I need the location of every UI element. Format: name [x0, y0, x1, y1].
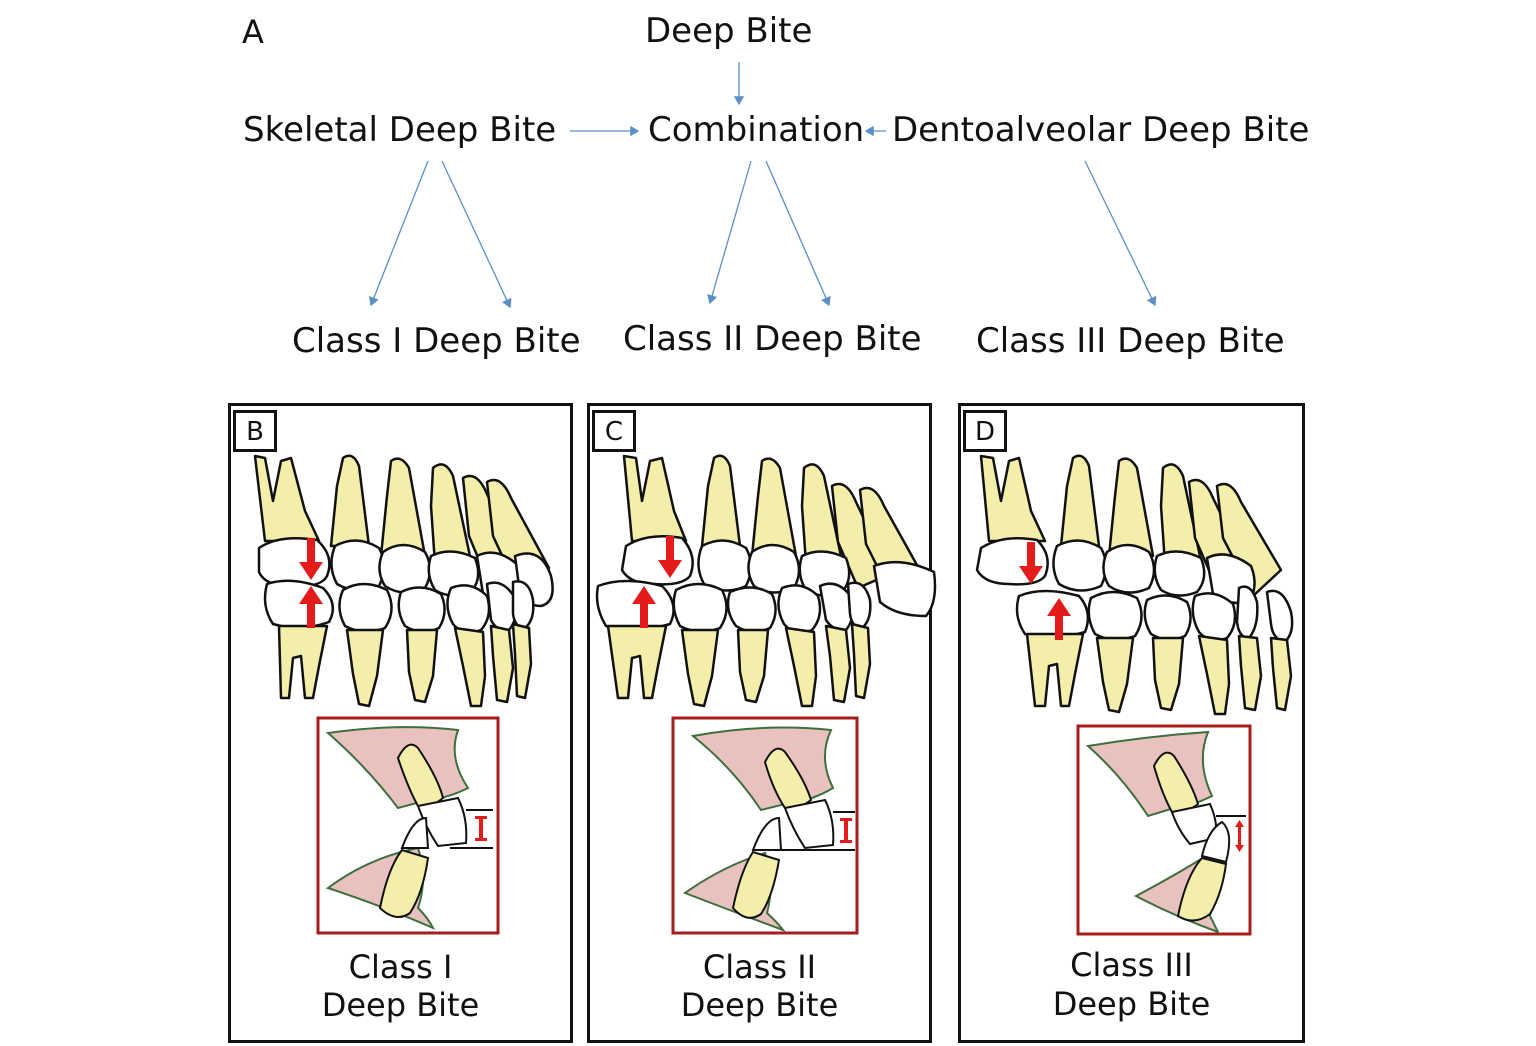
- arrow-up-lower-molar: [1047, 598, 1071, 640]
- panel-d-caption-line2: Deep Bite: [1052, 985, 1211, 1023]
- panel-d-caption-line1: Class III: [1070, 946, 1193, 984]
- arrow-combination-to-class2: [765, 160, 831, 307]
- class-ii-teeth-illustration: [595, 454, 937, 935]
- class-i-teeth-illustration: [253, 454, 554, 935]
- arrow-down-upper-molar: [658, 536, 682, 578]
- arrow-down-upper-molar: [1019, 542, 1043, 584]
- flowchart-arrows: [369, 62, 1157, 309]
- panel-d-class-iii: D Class III Deep Bite: [958, 403, 1305, 1043]
- panel-b-caption-line1: Class I: [348, 948, 453, 986]
- arrow-up-lower-molar: [299, 586, 323, 628]
- node-skeletal-deep-bite: Skeletal Deep Bite: [243, 110, 557, 150]
- arrow-skeletal-to-class1: [369, 160, 429, 307]
- arrow-skeletal-to-class2: [441, 160, 512, 309]
- root-node-deep-bite: Deep Bite: [645, 11, 813, 51]
- panel-c-class-ii: C Class II Deep Bite: [587, 403, 937, 1043]
- panel-b-class-i: B Class I Deep Bite: [228, 403, 573, 1043]
- node-class-ii-deep-bite: Class II Deep Bite: [623, 319, 922, 359]
- panel-c-caption-line2: Deep Bite: [680, 986, 839, 1024]
- node-class-iii-deep-bite: Class III Deep Bite: [976, 321, 1285, 361]
- panel-b-caption-line2: Deep Bite: [321, 986, 480, 1024]
- panel-label-c: C: [592, 410, 636, 452]
- class-ii-inset: [671, 716, 859, 935]
- panel-label-a: A: [242, 13, 264, 51]
- arrow-down-upper-molar: [299, 538, 323, 580]
- panel-label-b: B: [233, 410, 277, 452]
- panel-label-d: D: [963, 410, 1007, 452]
- arrow-dento-to-class3: [1084, 160, 1157, 307]
- class-iii-teeth-illustration: [975, 454, 1294, 936]
- class-i-inset: [316, 716, 500, 935]
- arrow-combination-to-class1: [707, 160, 752, 305]
- panel-c-caption-line1: Class II: [702, 948, 817, 986]
- node-class-i-deep-bite: Class I Deep Bite: [292, 321, 581, 361]
- arrow-up-lower-molar: [632, 586, 656, 628]
- node-dentoalveolar-deep-bite: Dentoalveolar Deep Bite: [892, 110, 1310, 150]
- class-iii-inset: [1076, 724, 1252, 936]
- node-combination: Combination: [648, 110, 865, 150]
